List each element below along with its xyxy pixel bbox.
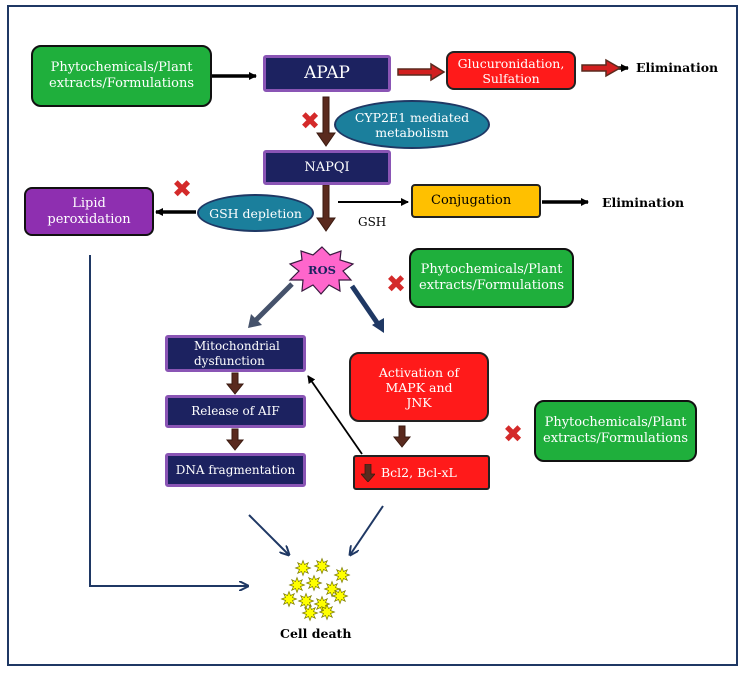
inhibit-mark-gsh: ✖ <box>172 175 193 203</box>
phyto-box-top: Phytochemicals/Plant extracts/Formulatio… <box>31 45 212 107</box>
dead-cell-star <box>297 592 315 610</box>
dead-cell-star <box>301 604 319 622</box>
glucuronidation-box: Glucuronidation, Sulfation <box>446 51 576 90</box>
mapk-jnk-box: Activation of MAPK and JNK <box>349 352 489 422</box>
down-arrow-icon <box>361 463 375 482</box>
dead-cell-star <box>313 557 331 575</box>
dead-cell-star <box>294 559 312 577</box>
phyto-box-bottom: Phytochemicals/Plant extracts/Formulatio… <box>534 400 697 462</box>
inhibit-mark-cyp2e1: ✖ <box>300 107 321 135</box>
release-aif-box: Release of AIF <box>165 395 306 428</box>
bcl2-box: Bcl2, Bcl-xL <box>353 455 490 490</box>
elimination-label-mid: Elimination <box>602 195 685 210</box>
dead-cell-star <box>333 566 351 584</box>
arrow-dna-to-cell-death <box>248 514 289 555</box>
dead-cell-star <box>331 587 349 605</box>
arrow-napqi-to-ros <box>316 184 336 232</box>
arrow-lipid-to-cell-death <box>89 255 248 586</box>
arrow-mito-to-aif <box>225 372 245 395</box>
arrow-mapk-to-bcl2 <box>392 425 412 448</box>
inhibit-mark-ros: ✖ <box>386 270 407 298</box>
arrow-apap-to-glucuronidation <box>397 62 446 82</box>
gsh-depletion-ellipse: GSH depletion <box>197 194 314 232</box>
arrow-bcl2-to-mito <box>307 375 363 455</box>
arrow-ros-to-mito-head <box>248 314 262 328</box>
arrow-ros-to-mito <box>252 282 294 324</box>
napqi-box: NAPQI <box>263 150 391 185</box>
dead-cell-star <box>288 576 306 594</box>
dna-fragmentation-box: DNA fragmentation <box>165 453 306 487</box>
phyto-box-mid: Phytochemicals/Plant extracts/Formulatio… <box>409 248 574 308</box>
arrow-ros-to-mapk <box>349 284 381 326</box>
arrow-ros-to-mapk-head <box>372 318 384 333</box>
lipid-peroxidation-box: Lipid peroxidation <box>24 187 154 236</box>
dead-cell-star <box>305 574 323 592</box>
ros-burst-shape <box>288 246 355 295</box>
cyp2e1-ellipse: CYP2E1 mediated metabolism <box>334 100 490 149</box>
dead-cells-cluster <box>280 557 351 622</box>
dead-cell-star <box>318 603 336 621</box>
mito-dysfunction-box: Mitochondrial dysfunction <box>165 335 306 372</box>
arrow-apap-to-napqi <box>316 96 336 147</box>
elimination-label-top: Elimination <box>636 60 719 75</box>
cell-death-label: Cell death <box>280 626 352 641</box>
dead-cell-star <box>280 590 298 608</box>
arrow-aif-to-dna <box>225 428 245 451</box>
arrow-bcl2-to-cell-death <box>350 505 384 555</box>
ros-label: ROS <box>308 263 336 278</box>
conjugation-box: Conjugation <box>411 184 541 218</box>
inhibit-mark-bottom: ✖ <box>503 420 524 448</box>
gsh-label: GSH <box>358 215 387 229</box>
apap-box: APAP <box>263 55 391 92</box>
bcl2-label: Bcl2, Bcl-xL <box>381 465 457 480</box>
arrow-glucuronidation-to-elimination <box>581 58 622 78</box>
diagram-frame <box>7 5 738 666</box>
